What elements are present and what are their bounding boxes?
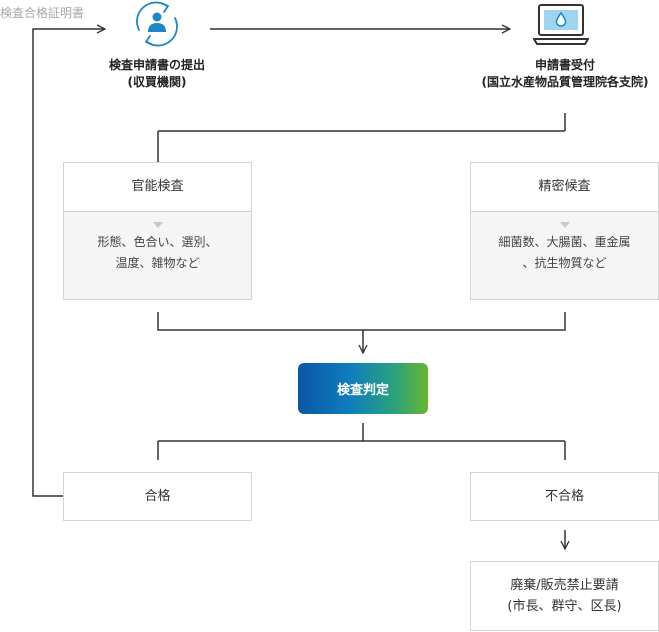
sensory-inspection-title: 官能検査 — [64, 163, 251, 212]
sensory-detail-line1: 形態、色合い、選別、 — [97, 235, 218, 249]
certificate-label: 検査合格証明書 — [0, 6, 85, 20]
submit-step-title: 検査申請書の提出 (収買機関) — [80, 57, 234, 91]
receive-line1: 申請書受付 — [534, 58, 595, 72]
pass-label: 合格 — [144, 489, 171, 504]
connector-judgment-split — [157, 423, 566, 460]
chevron-down-icon — [152, 222, 163, 228]
receive-step-title: 申請書受付 (国立水産物品質管理院各支院) — [452, 57, 659, 91]
fail-box: 不合格 — [470, 472, 659, 521]
person-cycle-icon — [136, 1, 178, 47]
action-line1: 廃棄/販売禁止要請 — [510, 578, 619, 593]
precision-inspection-title: 精密候査 — [471, 163, 658, 212]
connector-receive-split — [157, 113, 566, 162]
pass-box: 合格 — [63, 472, 252, 521]
submit-line2: (収買機関) — [127, 75, 187, 89]
sensory-inspection-box: 官能検査 形態、色合い、選別、 温度、雑物など — [63, 162, 252, 300]
receive-line2: (国立水産物品質管理院各支院) — [481, 75, 649, 89]
fail-label: 不合格 — [544, 489, 584, 504]
action-line2: (市長、群守、区長) — [507, 599, 622, 614]
precision-inspection-box: 精密候査 細菌数、大腸菌、重金属 、抗生物質など — [470, 162, 659, 300]
precision-detail-line2: 、抗生物質など — [522, 256, 607, 270]
connector-merge — [157, 312, 566, 331]
arrow-pass-to-certificate — [32, 29, 105, 497]
judgment-node: 検査判定 — [298, 363, 428, 414]
chevron-down-icon — [559, 222, 570, 228]
submit-line1: 検査申請書の提出 — [108, 58, 205, 72]
precision-detail-line1: 細菌数、大腸菌、重金属 — [498, 235, 631, 249]
sensory-detail-line2: 温度、雑物など — [115, 256, 200, 270]
action-box: 廃棄/販売禁止要請 (市長、群守、区長) — [470, 561, 659, 631]
laptop-drop-icon — [533, 4, 589, 45]
